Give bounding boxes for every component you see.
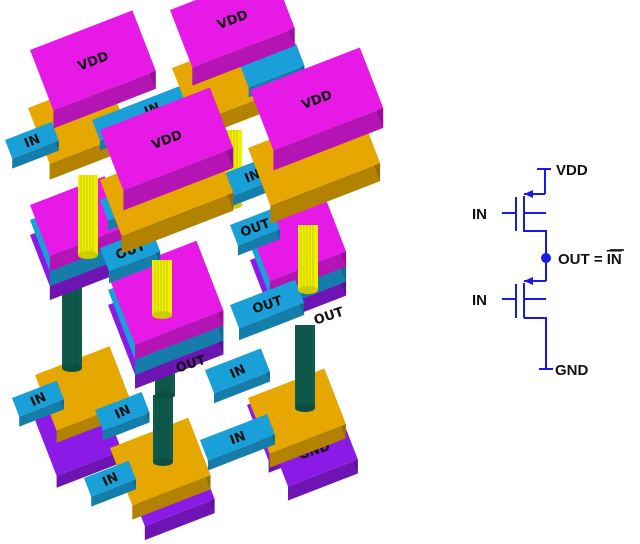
via-upper-3-cap	[152, 311, 172, 319]
in-bar-lower-5-label: IN	[100, 470, 121, 490]
schematic-out-label: OUT = IN	[558, 251, 622, 268]
in-bar-lower-2-front-face	[102, 412, 150, 441]
in-bar-lower-3-front-face	[214, 371, 270, 404]
in-bar-lower-5-front-face	[91, 479, 136, 507]
vdd-pad-front-left: VDD	[100, 87, 234, 211]
out-bar-1-top-face	[230, 279, 305, 329]
schematic-in-bottom-label: IN	[472, 292, 487, 309]
in-bar-lower-3-top-face	[205, 348, 270, 394]
vdd-pad-front-left-top-face	[100, 87, 234, 191]
gate-lower-front-left-front-face	[132, 475, 211, 520]
in-bar-lower-2-label: IN	[113, 402, 134, 422]
gate-lower-front-right-front-face	[269, 424, 346, 468]
vdd-pad-back-right-top-face	[170, 0, 295, 68]
vdd-pad-back-right-front-face	[192, 28, 295, 86]
via-upper-4-cap	[298, 286, 318, 294]
in-bar-upper-1-front-face	[12, 140, 59, 169]
out-stack-back-left-top-top-face	[30, 176, 125, 257]
in-bar-upper-1-top-face	[5, 122, 59, 159]
out-bar-2-front-face	[109, 251, 161, 284]
in-bar-lower-1-top-face	[12, 380, 64, 417]
in-bar-lower-4: IN	[200, 414, 275, 471]
via-lower-2-cap	[153, 458, 173, 466]
vdd-pad-back-left-top-face	[30, 10, 156, 111]
in-bar-lower-2-top-face	[95, 392, 150, 431]
gate-upper-front-right-front-face	[270, 163, 381, 224]
out-bar-1-front-face	[239, 303, 305, 341]
via-upper-4	[298, 225, 318, 294]
pmos-arrow-icon	[524, 190, 533, 198]
via-lower-3-cap	[295, 404, 315, 412]
in-bar-upper-3-top-face	[240, 43, 305, 88]
via-upper-1	[78, 175, 98, 259]
via-lower-2	[153, 395, 173, 466]
gate-upper-front-left-front-face	[121, 192, 234, 254]
out-stack-front-middle-front-face	[135, 325, 224, 375]
gnd-pad-front-right-front-face	[288, 459, 358, 501]
in-bar-lower-2: IN	[95, 392, 150, 441]
via-lower-1	[62, 285, 82, 372]
in-bar-lower-3-label: IN	[228, 362, 249, 382]
schematic-in-top-label: IN	[472, 206, 487, 223]
via-lower-4-cap	[155, 391, 175, 399]
out-stack-front-top-front-face	[135, 310, 224, 360]
in-bar-lower-5-top-face	[84, 460, 136, 497]
in-bar-lower-1: IN	[12, 380, 64, 427]
in-bar-lower-1-front-face	[19, 399, 64, 427]
via-lower-1-cap	[62, 364, 82, 372]
output-node	[541, 253, 551, 263]
vdd-pad-front-right: VDD	[250, 47, 384, 171]
vdd-pad-back-left: VDD	[30, 10, 156, 129]
out-stack-front-bottom-front-face	[135, 340, 224, 389]
in-bar-lower-1-label: IN	[28, 390, 49, 410]
schematic-gnd-label: GND	[555, 362, 589, 379]
out-bar-3: OUT	[230, 208, 280, 256]
vdd-pad-back-left-front-face	[53, 70, 156, 129]
out-stack-back-left-bottom-front-face	[49, 257, 125, 301]
via-upper-3	[152, 260, 172, 319]
via-lower-3	[295, 325, 315, 412]
in-bar-upper-1-label: IN	[22, 132, 42, 152]
in-bar-lower-4-front-face	[207, 434, 275, 471]
gnd-pad-back-left-front-face	[56, 450, 122, 488]
in-bar-lower-4-top-face	[200, 414, 275, 461]
out-bar-3-front-face	[237, 229, 280, 256]
vdd-pad-front-right-front-face	[273, 107, 384, 171]
out-bar-1: OUT	[230, 279, 305, 341]
in-bar-lower-3: IN	[205, 348, 270, 404]
via-upper-1-cap	[78, 251, 98, 259]
in-bar-lower-5: IN	[84, 460, 136, 507]
vdd-pad-back-right: VDD	[170, 0, 295, 86]
gnd-pad-front-left-front-face	[144, 499, 215, 541]
vdd-pad-front-left-front-face	[123, 147, 234, 211]
in-bar-lower-4-label: IN	[228, 429, 248, 448]
in-bar-upper-1: IN	[5, 122, 59, 169]
nmos-arrow-icon	[524, 277, 533, 285]
inverter-schematic: VDD IN OUT = IN GND IN	[472, 162, 624, 379]
out-bar-3-top-face	[230, 208, 280, 246]
out-stack-back-right-label: OUT	[312, 305, 346, 329]
schematic-vdd-label: VDD	[556, 162, 588, 179]
3d-structure: GNDGNDINININININOUTOUTOUTOUTOUTININVDDVD…	[5, 0, 384, 541]
vdd-pad-front-right-top-face	[250, 47, 384, 151]
